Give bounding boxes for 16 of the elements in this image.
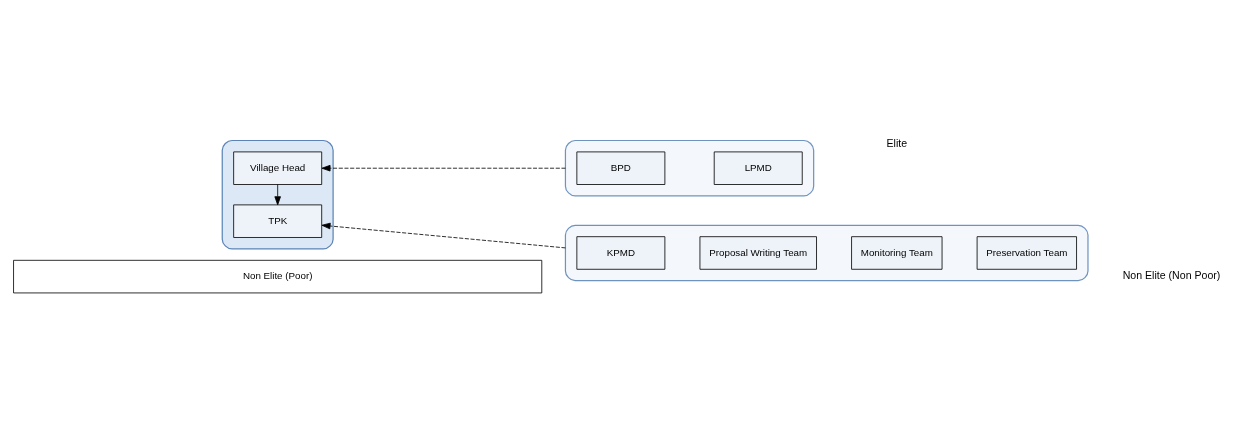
cluster (564, 139, 815, 197)
node-box: Preservation Team (976, 235, 1077, 270)
arrow (274, 183, 281, 205)
arrow (321, 222, 566, 248)
label: Elite (886, 136, 908, 149)
label: Non Elite (Non Poor) (1122, 268, 1221, 281)
node-box: KPMD (576, 235, 666, 270)
node-box: Village Head (233, 151, 323, 185)
cluster (564, 224, 1089, 281)
node-box: BPD (576, 151, 666, 185)
node-box: Monitoring Team (851, 235, 943, 270)
node-box: TPK (233, 204, 323, 238)
arrow (321, 164, 566, 171)
node-box: Proposal Writing Team (699, 235, 817, 270)
node-box: LPMD (713, 151, 803, 185)
node-box: Non Elite (Poor) (13, 259, 543, 293)
